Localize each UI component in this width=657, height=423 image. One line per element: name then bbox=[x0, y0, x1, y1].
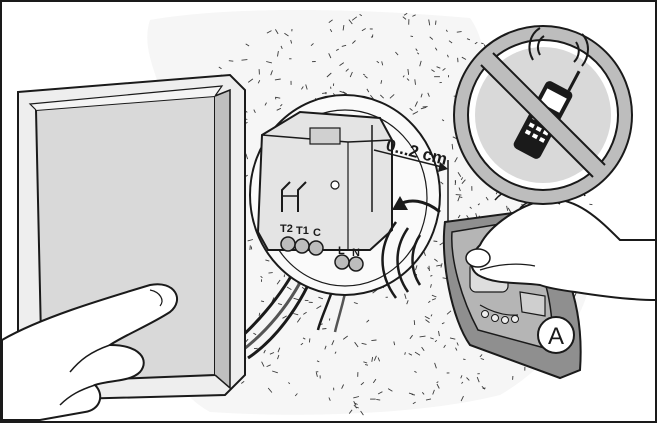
wall-speckle bbox=[322, 329, 326, 330]
wall-speckle bbox=[456, 195, 462, 196]
wall-speckle bbox=[589, 204, 592, 205]
wall-speckle bbox=[269, 273, 273, 274]
wall-speckle bbox=[309, 338, 310, 342]
wall-speckle bbox=[436, 21, 437, 25]
terminal-label-n: N bbox=[352, 247, 360, 259]
wall-speckle bbox=[229, 61, 234, 62]
wall-speckle bbox=[371, 340, 376, 341]
terminal-label-c: C bbox=[313, 227, 321, 239]
wall-speckle bbox=[242, 60, 248, 61]
remote-label: A bbox=[548, 323, 564, 350]
wall-speckle bbox=[463, 359, 465, 360]
wall-speckle bbox=[365, 365, 368, 366]
terminal-label-t2: T2 bbox=[280, 223, 293, 235]
wall-speckle bbox=[434, 241, 438, 242]
wall-speckle bbox=[457, 32, 462, 33]
no-mobile-phone-icon bbox=[454, 26, 632, 204]
wall-speckle bbox=[414, 320, 415, 325]
wall-speckle bbox=[411, 36, 414, 37]
terminal-label-t1: T1 bbox=[296, 225, 309, 237]
wall-speckle bbox=[251, 247, 252, 250]
wall-speckle bbox=[322, 93, 327, 94]
terminal-label-l: L bbox=[338, 245, 345, 257]
